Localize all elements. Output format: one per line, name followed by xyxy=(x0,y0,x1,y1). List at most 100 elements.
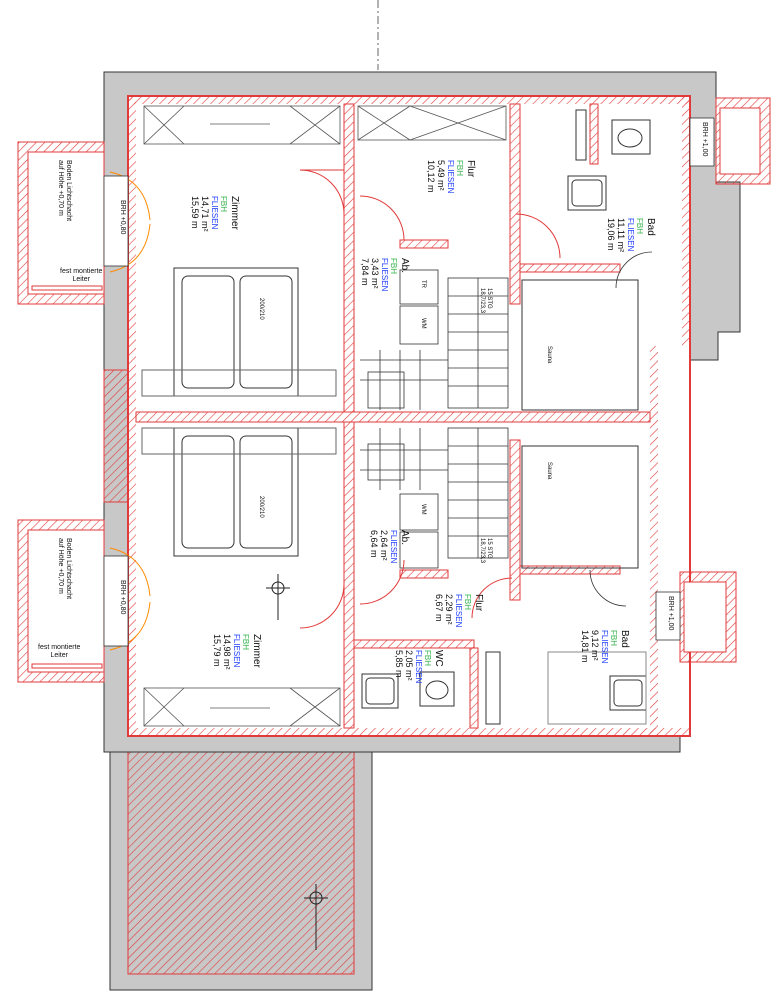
room-name: Flur xyxy=(473,594,484,612)
brh-right-top: BRH +1,00 xyxy=(701,122,708,157)
ladder-line2: Leiter xyxy=(50,652,68,660)
brh-right-bottom: BRH +1,00 xyxy=(667,596,674,631)
room-fbh: FBH xyxy=(455,160,465,176)
room-area: 9,12 m² xyxy=(590,630,601,661)
light-well-right-bottom xyxy=(679,571,737,663)
bathroom-fixtures xyxy=(361,109,651,725)
room-floor: FLIESEN xyxy=(626,218,636,252)
wardrobe-flur-top xyxy=(357,105,507,141)
room-label-bad-bottom: Bad FBH FLIESEN 9,12 m² 14,81 m xyxy=(579,630,630,663)
wm-label-top: WM xyxy=(420,318,426,329)
room-perimeter: 5,85 m xyxy=(393,650,404,678)
room-name: Ab. xyxy=(399,258,410,274)
interior-walls xyxy=(135,103,651,729)
room-label-ab-bottom: Ab. FLIESEN 2,64 m² 6,64 m xyxy=(369,530,410,563)
ladder-line1: fest montierte xyxy=(60,268,103,275)
room-fbh: FBH xyxy=(423,650,433,666)
room-perimeter: 6,64 m xyxy=(368,530,379,558)
room-label-wc: WC FBH FLIESEN 2,05 m² 5,85 m xyxy=(393,650,444,683)
tr-label: TR xyxy=(420,280,426,288)
lightwell-line2: auf Höhe +0,70 m xyxy=(56,538,64,594)
lightwell-line1: Boden Lichtschacht xyxy=(65,160,72,222)
room-name: Flur xyxy=(465,160,476,178)
room-floor: FLIESEN xyxy=(210,196,220,230)
room-floor: FLIESEN xyxy=(414,650,424,684)
stairs-steps: 15 STG xyxy=(486,538,492,559)
room-label-ab-top: Ab. FBH FLIESEN 3,43 m² 7,84 m xyxy=(359,258,410,291)
room-area: 2,64 m² xyxy=(379,530,390,561)
room-label-zimmer-top: Zimmer FBH FLIESEN 14,71 m² 15,59 m xyxy=(189,196,240,232)
sauna-cabins xyxy=(521,279,639,569)
brh-left-bottom: BRH +0,80 xyxy=(119,580,126,615)
light-well-top xyxy=(17,141,105,305)
stairs-label-bottom: 15 STG 18,7/23,3 xyxy=(478,538,492,563)
sauna-label-bottom: Sauna xyxy=(546,462,552,480)
room-floor: FLIESEN xyxy=(446,160,456,194)
wardrobe-bottom xyxy=(143,687,341,727)
light-well-bottom xyxy=(17,519,105,683)
room-label-flur-top: Flur FBH FLIESEN 5,49 m² 10,12 m xyxy=(425,160,476,193)
room-perimeter: 14,81 m xyxy=(579,630,590,663)
lightwell-note-bottom: Boden Lichtschacht auf Höhe +0,70 m xyxy=(56,538,72,599)
room-floor: FLIESEN xyxy=(389,530,399,564)
room-fbh: FBH xyxy=(241,634,251,650)
room-fbh: FBH xyxy=(609,630,619,646)
ladder-line2: Leiter xyxy=(72,276,90,284)
room-area: 11,11 m² xyxy=(616,218,627,253)
room-perimeter: 15,59 m xyxy=(189,196,200,229)
basement-slab xyxy=(109,751,373,991)
bed-size-bottom: 200/210 xyxy=(258,496,264,518)
room-name: Zimmer xyxy=(251,634,262,668)
room-name: Bad xyxy=(645,218,656,236)
room-name: Zimmer xyxy=(229,196,240,230)
lightwell-line1: Boden Lichtschacht xyxy=(65,538,72,600)
door-swings-black xyxy=(589,251,653,607)
stairs-label-top: 15 STG 18,7/23,3 xyxy=(478,288,492,313)
room-floor: FLIESEN xyxy=(232,634,242,668)
lightwell-line2: auf Höhe +0,70 m xyxy=(56,160,64,216)
room-perimeter: 15,79 m xyxy=(211,634,222,667)
ladder-note-top: fest montierte Leiter xyxy=(60,268,102,284)
room-fbh: FBH xyxy=(389,258,399,274)
light-well-right-top xyxy=(715,97,771,185)
room-perimeter: 7,84 m xyxy=(359,258,370,286)
staircase-bottom xyxy=(360,427,509,559)
bed-top xyxy=(141,267,337,397)
room-perimeter: 10,12 m xyxy=(425,160,436,193)
ladder-note-bottom: fest montierte Leiter xyxy=(38,644,80,660)
room-area: 5,49 m² xyxy=(436,160,447,191)
room-area: 2,05 m² xyxy=(404,650,415,681)
room-perimeter: 6,67 m xyxy=(433,594,444,622)
ladder-line1: fest montierte xyxy=(38,644,81,651)
room-area: 14,98 m² xyxy=(222,634,233,670)
room-label-flur-bottom: Flur FBH FLIESEN 2,29 m² 6,67 m xyxy=(433,594,484,627)
wm-label-bottom: WM xyxy=(420,504,426,515)
windows xyxy=(103,117,715,647)
room-fbh: FBH xyxy=(219,196,229,212)
door-swings-red xyxy=(299,169,561,629)
room-label-zimmer-bottom: Zimmer FBH FLIESEN 14,98 m² 15,79 m xyxy=(211,634,262,670)
staircase-top xyxy=(360,277,509,410)
room-floor: FLIESEN xyxy=(454,594,464,628)
bed-bottom xyxy=(141,427,337,557)
stairs-ratio: 18,7/23,3 xyxy=(479,538,486,564)
appliances xyxy=(399,269,439,569)
room-fbh: FBH xyxy=(635,218,645,234)
room-area: 2,29 m² xyxy=(444,594,455,625)
room-name: Ab. xyxy=(399,530,410,546)
room-label-bad-top: Bad FBH FLIESEN 11,11 m² 19,06 m xyxy=(605,218,656,252)
sauna-label-top: Sauna xyxy=(546,346,552,364)
room-area: 14,71 m² xyxy=(200,196,211,232)
bed-size-top: 200/210 xyxy=(258,298,264,320)
room-perimeter: 19,06 m xyxy=(605,218,616,251)
stairs-ratio: 18,7/23,3 xyxy=(479,288,486,314)
brh-left-top: BRH +0,80 xyxy=(119,200,126,235)
room-fbh: FBH xyxy=(463,594,473,610)
room-area: 3,43 m² xyxy=(370,258,381,289)
room-name: Bad xyxy=(619,630,630,648)
room-floor: FLIESEN xyxy=(380,258,390,292)
wardrobe-top xyxy=(143,105,341,145)
room-floor: FLIESEN xyxy=(600,630,610,664)
stairs-steps: 15 STG xyxy=(486,288,492,309)
